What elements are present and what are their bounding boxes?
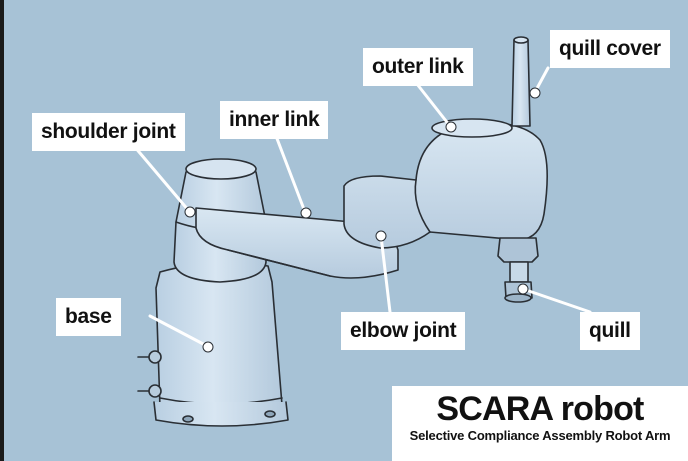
label-shoulder-joint: shoulder joint: [32, 113, 185, 151]
diagram-subtitle: Selective Compliance Assembly Robot Arm: [392, 428, 688, 444]
base-body: [156, 263, 282, 412]
title-box: SCARA robot Selective Compliance Assembl…: [392, 386, 688, 461]
label-elbow-joint: elbow joint: [341, 312, 465, 350]
label-base: base: [56, 298, 121, 336]
outer-link-arm: [344, 123, 547, 248]
quill-cover-tube: [512, 40, 530, 126]
diagram-title: SCARA robot: [392, 392, 688, 428]
label-outer-link: outer link: [363, 48, 473, 86]
label-quill: quill: [580, 312, 640, 350]
label-quill-cover: quill cover: [550, 30, 670, 68]
label-inner-link: inner link: [220, 101, 328, 139]
